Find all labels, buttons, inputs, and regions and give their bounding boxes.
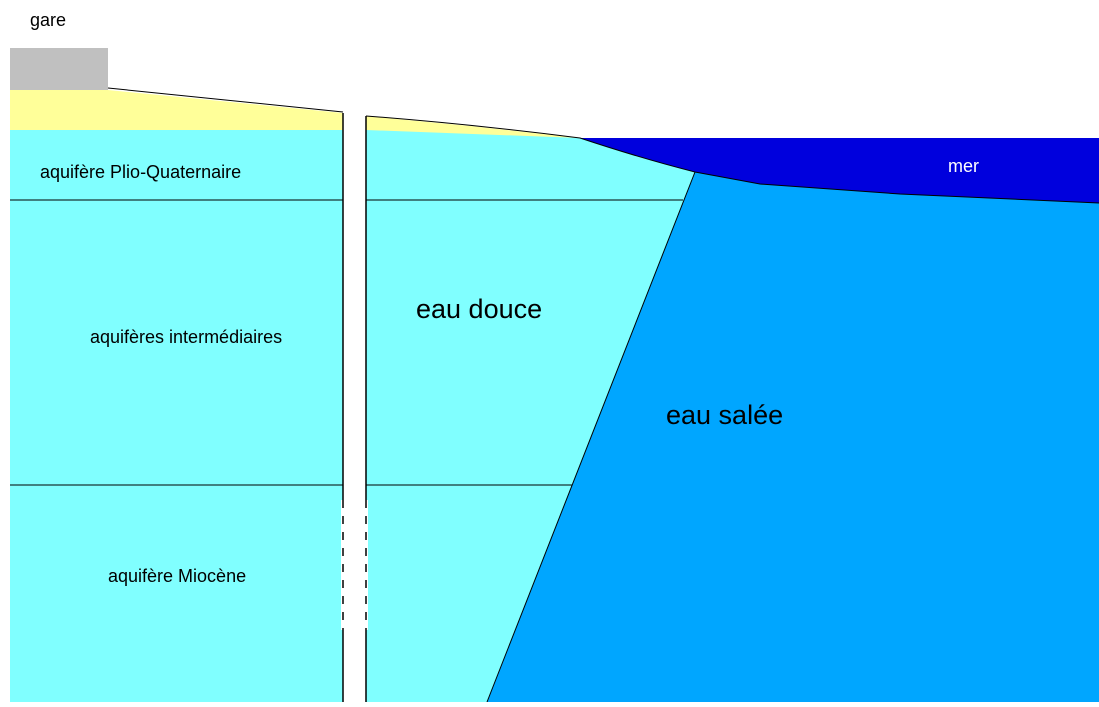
aquifer-intermediate-label: aquifères intermédiaires xyxy=(90,327,283,347)
salt-water-label: eau salée xyxy=(666,400,784,430)
station-label: gare xyxy=(30,10,67,30)
aquifer-plio-quaternary-label: aquifère Plio-Quaternaire xyxy=(40,162,242,182)
right-surface-sand-layer xyxy=(366,116,580,138)
sea-label: mer xyxy=(948,156,979,176)
right-ground-line xyxy=(365,115,1099,204)
left-surface-sand-layer xyxy=(10,90,343,130)
aquifer-miocene-label: aquifère Miocène xyxy=(108,566,247,586)
salt-water-zone xyxy=(487,172,1099,702)
fresh-water-label: eau douce xyxy=(416,294,543,324)
left-aquifer-fill xyxy=(10,130,343,702)
sea-zone xyxy=(580,138,1099,203)
station-block xyxy=(10,48,108,90)
saltwater-interface-line xyxy=(486,171,696,703)
left-ground-line xyxy=(107,87,344,113)
fresh-water-zone xyxy=(366,126,695,702)
